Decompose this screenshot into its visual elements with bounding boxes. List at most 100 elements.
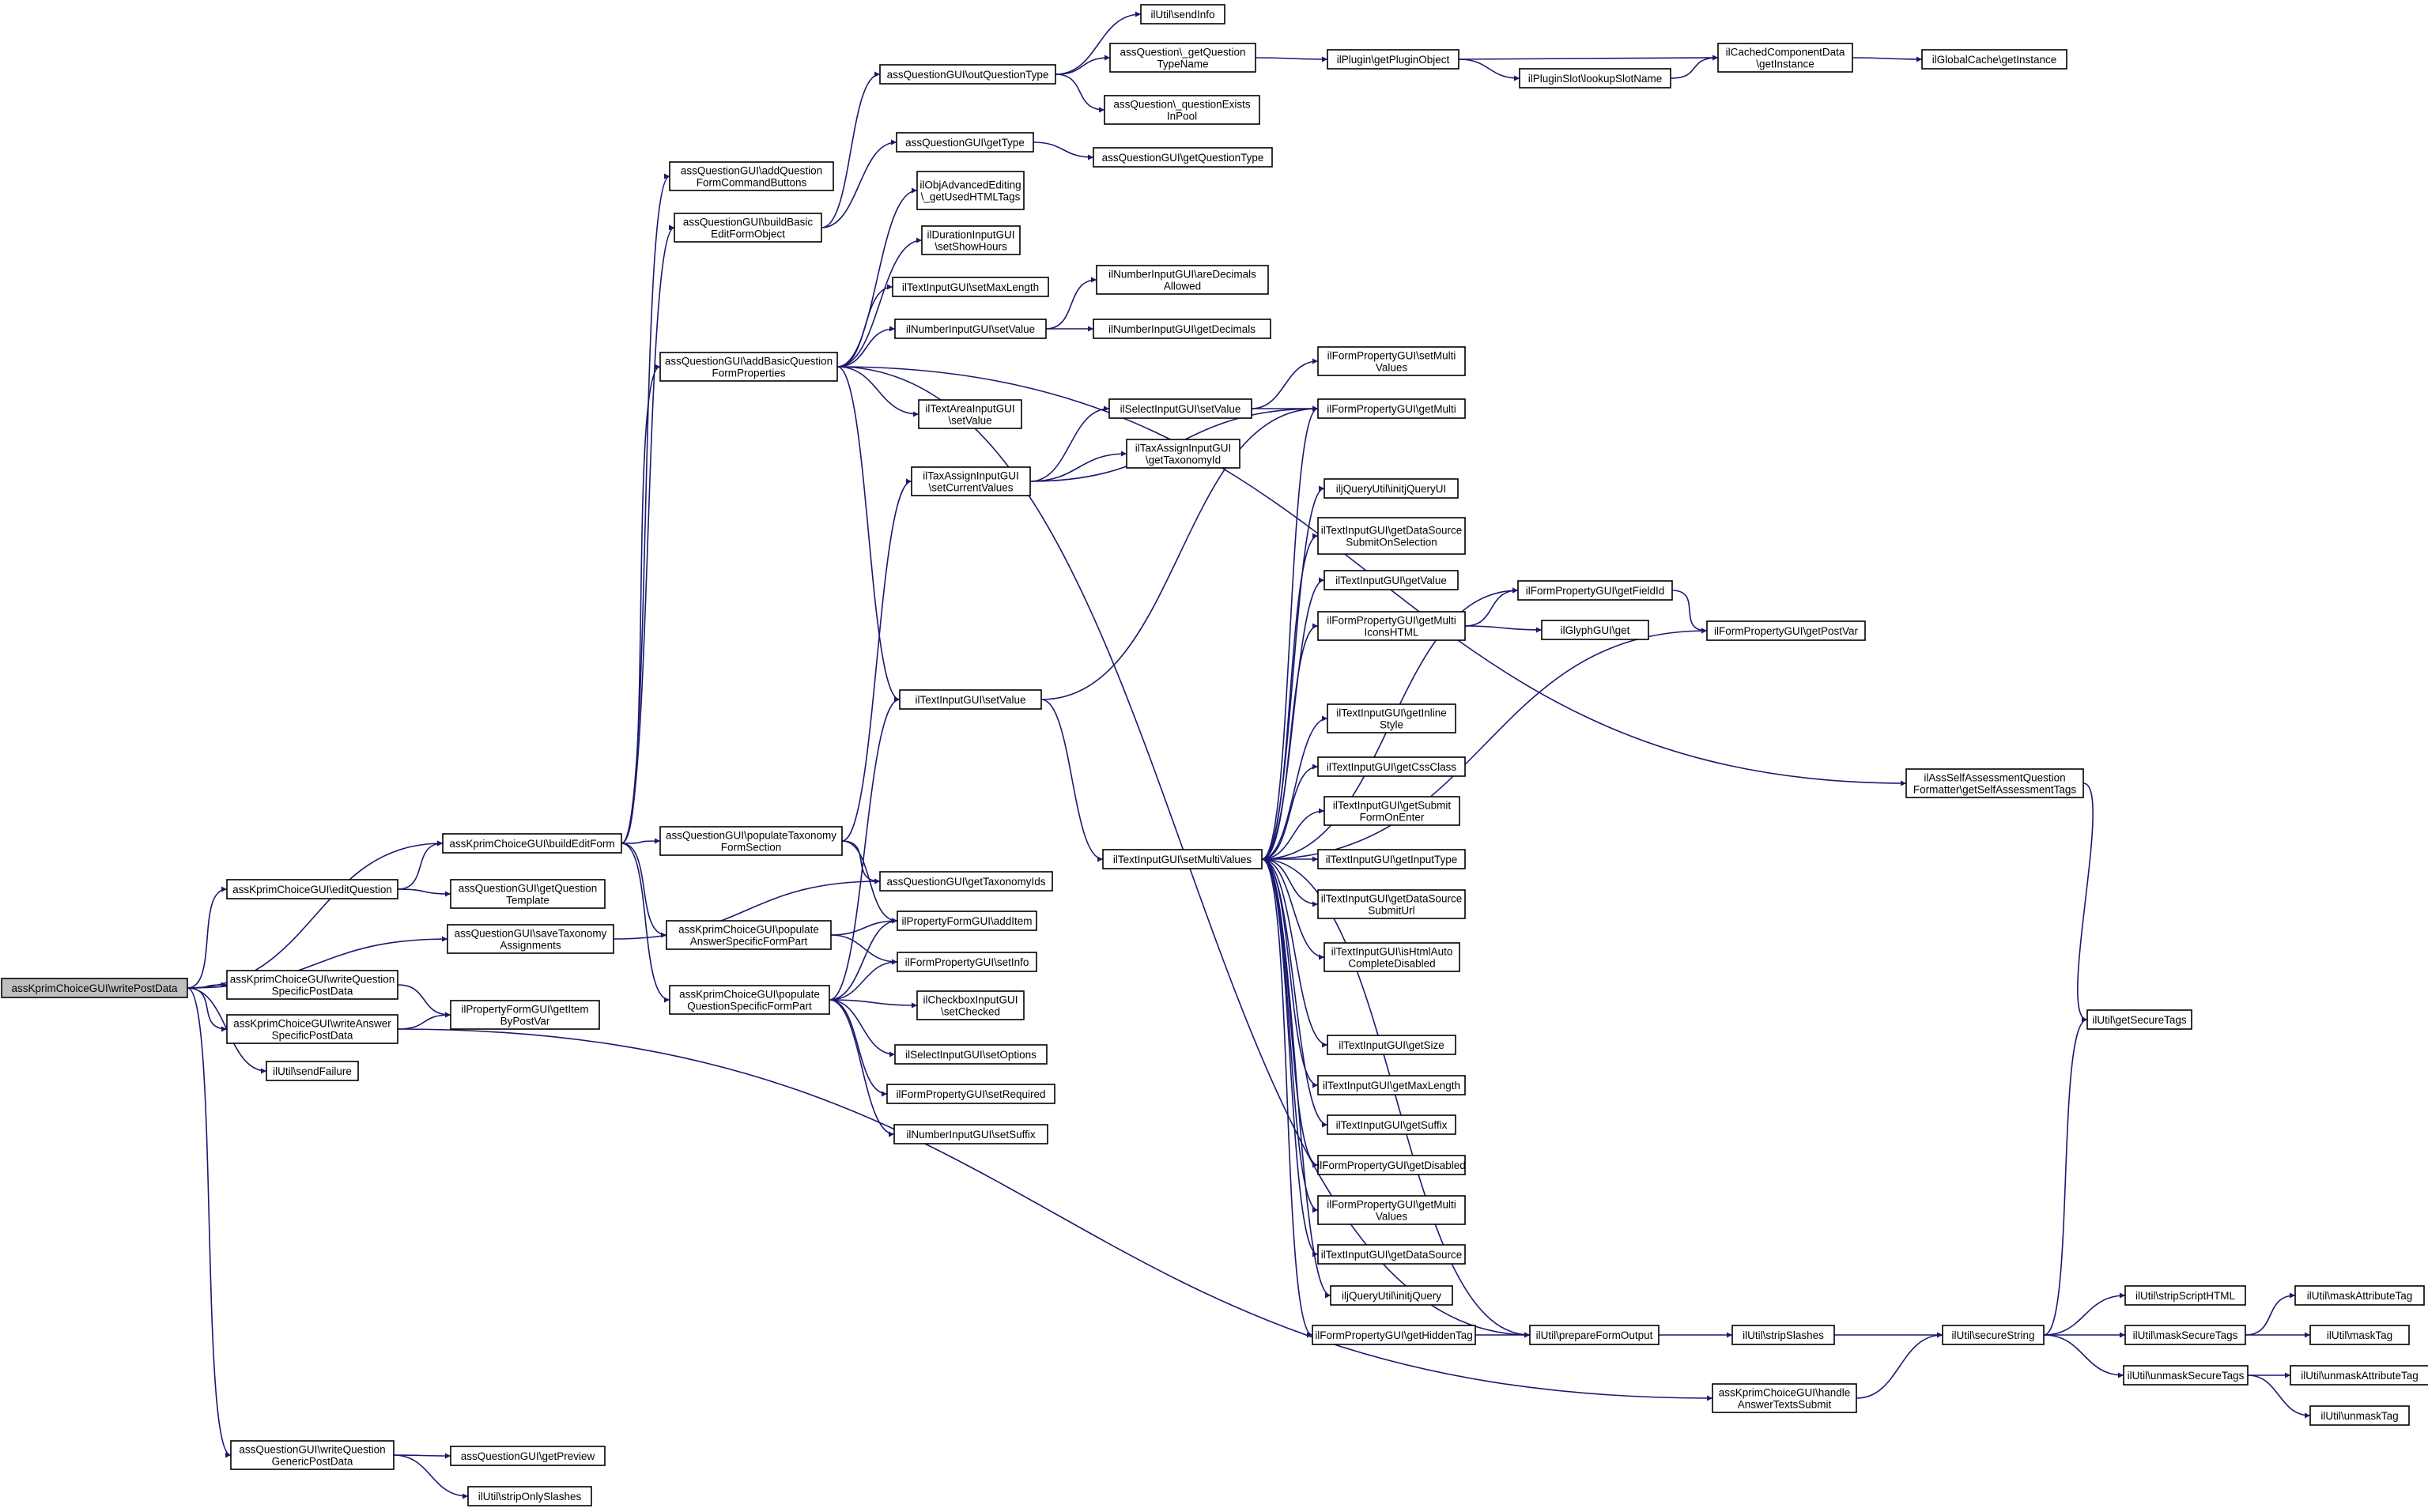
node-globalCacheGetInstance[interactable]: ilGlobalCache\getInstance <box>1921 49 2067 70</box>
node-box <box>2086 1009 2192 1030</box>
node-stripOnlySlashes[interactable]: ilUtil\stripOnlySlashes <box>467 1486 592 1506</box>
node-getDisabled[interactable]: ilFormPropertyGUI\getDisabled <box>1317 1155 1466 1175</box>
node-root[interactable]: assKprimChoiceGUI\writePostData <box>1 978 188 998</box>
node-setOptions[interactable]: ilSelectInputGUI\setOptions <box>894 1044 1048 1065</box>
node-label: ilUtil\secureString <box>1951 1329 2034 1341</box>
node-getMaxLength[interactable]: ilTextInputGUI\getMaxLength <box>1317 1075 1466 1095</box>
node-getTaxonomyIds[interactable]: assQuestionGUI\getTaxonomyIds <box>879 871 1053 892</box>
node-stripSlashes[interactable]: ilUtil\stripSlashes <box>1731 1325 1835 1345</box>
node-getSecureTags[interactable]: ilUtil\getSecureTags <box>2086 1009 2192 1030</box>
node-getUsedHTMLTags[interactable]: ilObjAdvancedEditing\_getUsedHTMLTags <box>916 171 1025 210</box>
node-outQuestionType[interactable]: assQuestionGUI\outQuestionType <box>879 64 1056 85</box>
edge-setMultiValues-to-getDataSourceSubmitOnSelection <box>1261 533 1319 860</box>
node-unmaskSecureTags[interactable]: ilUtil\unmaskSecureTags <box>2123 1365 2249 1386</box>
node-box <box>442 833 622 854</box>
node-populateAnswerSpecificFormPart[interactable]: assKprimChoiceGUI\populateAnswerSpecific… <box>666 920 832 950</box>
node-sendInfo[interactable]: ilUtil\sendInfo <box>1140 4 1225 25</box>
node-handleAnswerTextsSubmit[interactable]: assKprimChoiceGUI\handleAnswerTextsSubmi… <box>1712 1383 1857 1413</box>
node-setMaxLength[interactable]: ilTextInputGUI\setMaxLength <box>892 277 1049 297</box>
node-setMultiValuesFP[interactable]: ilFormPropertyGUI\setMultiValues <box>1317 346 1466 376</box>
node-getCssClass[interactable]: ilTextInputGUI\getCssClass <box>1317 756 1466 777</box>
node-setInfo[interactable]: ilFormPropertyGUI\setInfo <box>897 952 1037 972</box>
node-lookupSlotName[interactable]: ilPluginSlot\lookupSlotName <box>1519 68 1671 89</box>
node-box <box>226 879 398 899</box>
node-label: Values <box>1376 362 1408 374</box>
node-getMulti[interactable]: ilFormPropertyGUI\getMulti <box>1317 398 1466 419</box>
node-getSelfAssessmentTags[interactable]: ilAssSelfAssessmentQuestionFormatter\get… <box>1905 768 2084 798</box>
node-setChecked[interactable]: ilCheckboxInputGUI\setChecked <box>916 990 1025 1020</box>
node-glyphGet[interactable]: ilGlyphGUI\get <box>1541 620 1649 640</box>
node-setSuffix[interactable]: ilNumberInputGUI\setSuffix <box>893 1124 1048 1144</box>
node-populateQuestionSpecificFormPart[interactable]: assKprimChoiceGUI\populateQuestionSpecif… <box>669 985 830 1015</box>
node-setRequired[interactable]: ilFormPropertyGUI\setRequired <box>886 1084 1055 1104</box>
node-setShowHours[interactable]: ilDurationInputGUI\setShowHours <box>921 225 1021 255</box>
node-stripScriptHTML[interactable]: ilUtil\stripScriptHTML <box>2124 1285 2246 1306</box>
node-selectSetValue[interactable]: ilSelectInputGUI\setValue <box>1108 398 1252 419</box>
node-addItem[interactable]: ilPropertyFormGUI\addItem <box>897 911 1037 931</box>
node-box <box>266 1061 359 1081</box>
node-unmaskTag[interactable]: ilUtil\unmaskTag <box>2309 1405 2410 1426</box>
node-taxSetCurrentValues[interactable]: ilTaxAssignInputGUI\setCurrentValues <box>911 466 1031 496</box>
node-textAreaSetValue[interactable]: ilTextAreaInputGUI\setValue <box>918 399 1022 429</box>
node-getPluginObject[interactable]: ilPlugin\getPluginObject <box>1327 49 1459 70</box>
node-label: ilNumberInputGUI\setSuffix <box>906 1129 1036 1141</box>
node-box <box>447 924 614 954</box>
node-maskSecureTags[interactable]: ilUtil\maskSecureTags <box>2124 1325 2246 1345</box>
node-box <box>1317 346 1466 376</box>
edge-addBasicQuestionFormProperties-to-setMaxLength <box>836 284 893 368</box>
node-getPreview[interactable]: assQuestionGUI\getPreview <box>450 1446 606 1466</box>
node-box <box>1093 319 1271 339</box>
node-box <box>1108 398 1252 419</box>
node-maskAttributeTag[interactable]: ilUtil\maskAttributeTag <box>2294 1285 2425 1306</box>
node-editQuestion[interactable]: assKprimChoiceGUI\editQuestion <box>226 879 398 899</box>
node-getSize[interactable]: ilTextInputGUI\getSize <box>1327 1035 1456 1055</box>
node-writeQuestionSpecificPostData[interactable]: assKprimChoiceGUI\writeQuestionSpecificP… <box>226 970 398 1000</box>
node-setMultiValues[interactable]: ilTextInputGUI\setMultiValues <box>1102 849 1263 869</box>
node-getDataSourceSubmitOnSelection[interactable]: ilTextInputGUI\getDataSourceSubmitOnSele… <box>1317 517 1466 555</box>
node-getTaxonomyId[interactable]: ilTaxAssignInputGUI\getTaxonomyId <box>1126 439 1240 469</box>
node-prepareFormOutput[interactable]: ilUtil\prepareFormOutput <box>1529 1325 1660 1345</box>
node-getQuestionType[interactable]: assQuestionGUI\getQuestionType <box>1093 147 1273 168</box>
node-populateTaxonomyFormSection[interactable]: assQuestionGUI\populateTaxonomyFormSecti… <box>659 826 843 856</box>
edge-setMultiValues-to-getDisabled <box>1261 858 1319 1168</box>
node-getDataSource[interactable]: ilTextInputGUI\getDataSource <box>1317 1244 1466 1265</box>
node-getFieldId[interactable]: ilFormPropertyGUI\getFieldId <box>1517 580 1673 601</box>
node-writeAnswerSpecificPostData[interactable]: assKprimChoiceGUI\writeAnswerSpecificPos… <box>226 1014 398 1044</box>
node-getHiddenTag[interactable]: ilFormPropertyGUI\getHiddenTag <box>1312 1325 1476 1345</box>
node-initjQueryUI[interactable]: iljQueryUtil\initjQueryUI <box>1324 478 1459 499</box>
node-label: SubmitOnSelection <box>1346 537 1437 549</box>
node-writeQuestionGenericPostData[interactable]: assQuestionGUI\writeQuestionGenericPostD… <box>230 1440 395 1470</box>
node-addQuestionFormCommandButtons[interactable]: assQuestionGUI\addQuestionFormCommandBut… <box>669 161 834 191</box>
node-box <box>1102 849 1263 869</box>
node-cachedGetInstance[interactable]: ilCachedComponentData\getInstance <box>1717 43 1853 73</box>
node-secureString[interactable]: ilUtil\secureString <box>1942 1325 2045 1345</box>
node-buildEditForm[interactable]: assKprimChoiceGUI\buildEditForm <box>442 833 622 854</box>
node-getSuffix[interactable]: ilTextInputGUI\getSuffix <box>1327 1114 1456 1135</box>
node-maskTag[interactable]: ilUtil\maskTag <box>2309 1325 2410 1345</box>
node-box <box>450 879 606 909</box>
node-initjQuery[interactable]: iljQueryUtil\initjQuery <box>1330 1285 1453 1306</box>
node-unmaskAttributeTag[interactable]: ilUtil\unmaskAttributeTag <box>2290 1365 2428 1386</box>
node-addBasicQuestionFormProperties[interactable]: assQuestionGUI\addBasicQuestionFormPrope… <box>659 352 838 382</box>
node-getDecimals[interactable]: ilNumberInputGUI\getDecimals <box>1093 319 1271 339</box>
node-getValue[interactable]: ilTextInputGUI\getValue <box>1324 570 1459 590</box>
node-textSetValue[interactable]: ilTextInputGUI\setValue <box>899 689 1042 710</box>
node-sendFailure[interactable]: ilUtil\sendFailure <box>266 1061 359 1081</box>
node-getPostVar[interactable]: ilFormPropertyGUI\getPostVar <box>1706 620 1866 641</box>
node-numberSetValue[interactable]: ilNumberInputGUI\setValue <box>894 319 1047 339</box>
node-getType[interactable]: assQuestionGUI\getType <box>896 132 1034 153</box>
node-getInputType[interactable]: ilTextInputGUI\getInputType <box>1317 849 1466 869</box>
node-isHtmlAutoCompleteDisabled[interactable]: ilTextInputGUI\isHtmlAutoCompleteDisable… <box>1324 942 1460 972</box>
